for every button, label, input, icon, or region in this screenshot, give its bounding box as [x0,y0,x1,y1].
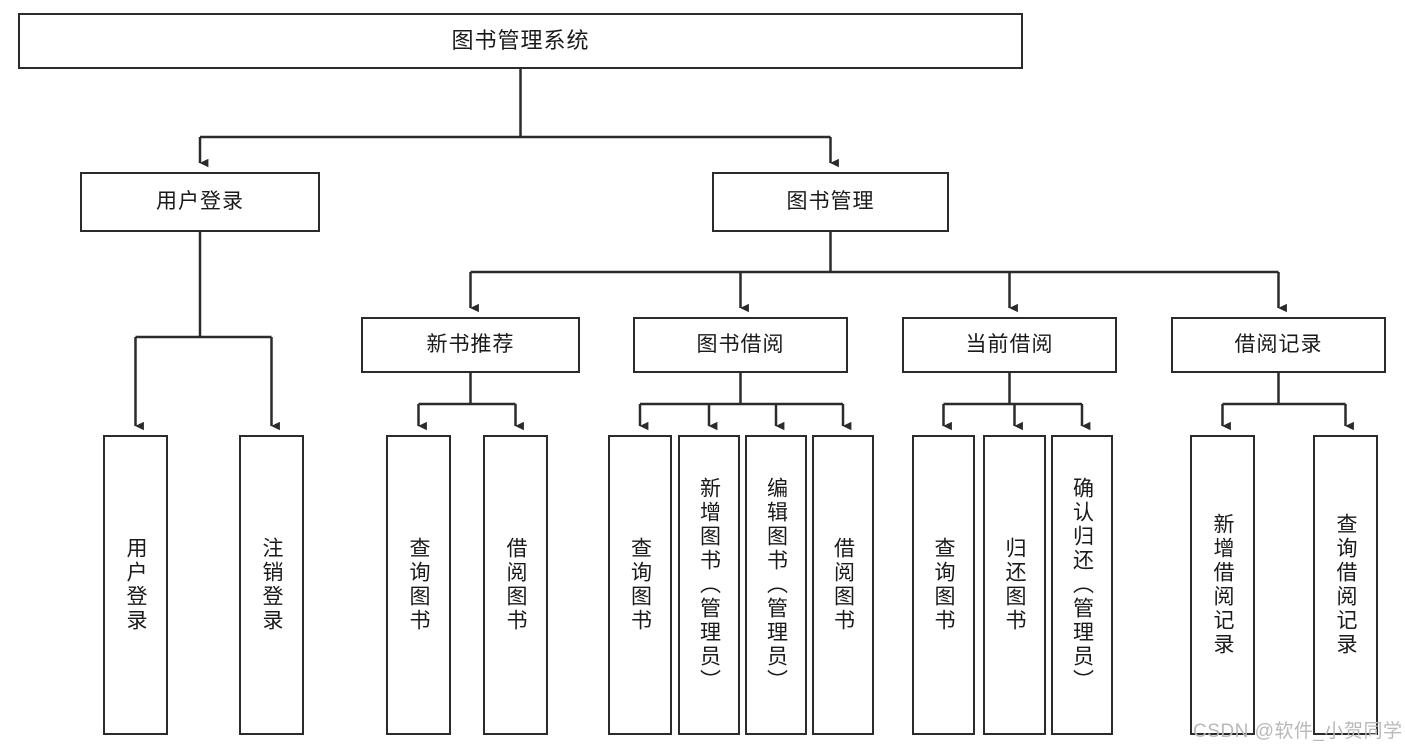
csdn-watermark: CSDN @软件_小贺同学 [1193,721,1403,742]
node-leaf-user-login[interactable]: 用户登录 [103,435,168,735]
node-login[interactable]: 用户登录 [80,172,320,232]
node-label-root: 图书管理系统 [451,28,590,54]
node-label-leaf-rec-query: 查询借阅记录 [1334,513,1357,657]
node-label-leaf-bo-edit: 编辑图书（管理员） [764,477,788,693]
node-label-leaf-cur-confirm: 确认归还（管理员） [1070,477,1094,693]
node-leaf-bo-borrow[interactable]: 借阅图书 [812,435,874,735]
node-leaf-cur-return[interactable]: 归还图书 [983,435,1046,735]
node-label-records: 借阅记录 [1234,332,1323,356]
node-leaf-user-logout[interactable]: 注销登录 [239,435,304,735]
node-leaf-rec-query[interactable]: 查询借阅记录 [1313,435,1378,735]
node-label-leaf-bo-add: 新增图书（管理员） [697,477,721,693]
node-leaf-new-query[interactable]: 查询图书 [386,435,451,735]
node-label-borrow: 图书借阅 [696,332,785,356]
node-leaf-cur-query[interactable]: 查询图书 [912,435,975,735]
node-label-leaf-cur-return: 归还图书 [1003,537,1026,633]
node-leaf-cur-confirm[interactable]: 确认归还（管理员） [1051,435,1113,735]
node-leaf-bo-edit[interactable]: 编辑图书（管理员） [745,435,807,735]
node-label-login: 用户登录 [156,189,244,213]
node-root[interactable]: 图书管理系统 [18,13,1023,69]
node-borrow[interactable]: 图书借阅 [633,317,848,373]
node-label-leaf-rec-add: 新增借阅记录 [1211,513,1234,657]
node-leaf-bo-add[interactable]: 新增图书（管理员） [678,435,740,735]
node-label-bookmgmt: 图书管理 [786,189,875,213]
node-leaf-rec-add[interactable]: 新增借阅记录 [1190,435,1255,735]
node-current[interactable]: 当前借阅 [902,317,1117,373]
node-leaf-bo-query[interactable]: 查询图书 [608,435,672,735]
node-label-newbook: 新书推荐 [426,332,515,356]
node-label-leaf-cur-query: 查询图书 [932,537,955,633]
node-label-leaf-user-login: 用户登录 [124,537,147,633]
node-leaf-new-borrow[interactable]: 借阅图书 [483,435,548,735]
node-label-leaf-bo-query: 查询图书 [628,537,652,633]
node-label-leaf-new-borrow: 借阅图书 [504,537,527,633]
node-bookmgmt[interactable]: 图书管理 [712,172,949,232]
node-records[interactable]: 借阅记录 [1171,317,1386,373]
node-label-leaf-bo-borrow: 借阅图书 [831,537,855,633]
node-newbook[interactable]: 新书推荐 [361,317,580,373]
node-label-current: 当前借阅 [965,332,1054,356]
node-label-leaf-user-logout: 注销登录 [260,537,283,633]
node-label-leaf-new-query: 查询图书 [407,537,430,633]
